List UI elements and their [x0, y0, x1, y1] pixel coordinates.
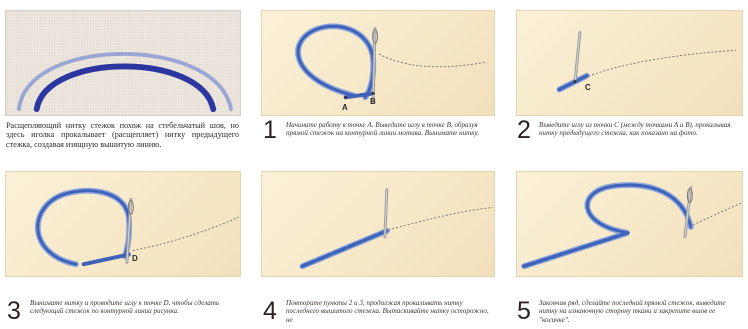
step-5-number: 5: [517, 300, 531, 322]
swatch-photo: [5, 10, 241, 116]
step-2-illustration: C: [516, 10, 743, 116]
point-label-d: D: [132, 254, 138, 263]
step-2-number: 2: [517, 119, 531, 141]
step-1-number: 1: [263, 119, 277, 141]
step-4-text: Повторите пункты 2 и 3, продолжая прокал…: [286, 299, 494, 324]
step-5-text: Закончив ряд, сделайте последний прямой …: [539, 299, 744, 324]
step-3-number: 3: [7, 300, 21, 322]
step-3-text: Вынимате нитку и проводите иглу к точке …: [30, 299, 239, 316]
point-label-c: C: [585, 83, 591, 92]
step-1-text: Начинате работу в точке A. Выведите иглу…: [286, 121, 494, 138]
point-label-b: B: [370, 97, 376, 106]
swatch-stitch-illustration: [6, 11, 240, 115]
step-3-illustration: D: [5, 171, 241, 277]
step-2-text: Выведите иглу из точки C (между точками …: [539, 121, 744, 138]
point-label-a: A: [342, 103, 348, 112]
step-1-illustration: A B: [261, 10, 495, 116]
intro-text: Расщепляющий нитку стежок похож на стебе…: [6, 121, 239, 149]
step-4-illustration: [261, 171, 495, 277]
step-4-number: 4: [263, 300, 277, 322]
step-5-illustration: [516, 171, 743, 277]
